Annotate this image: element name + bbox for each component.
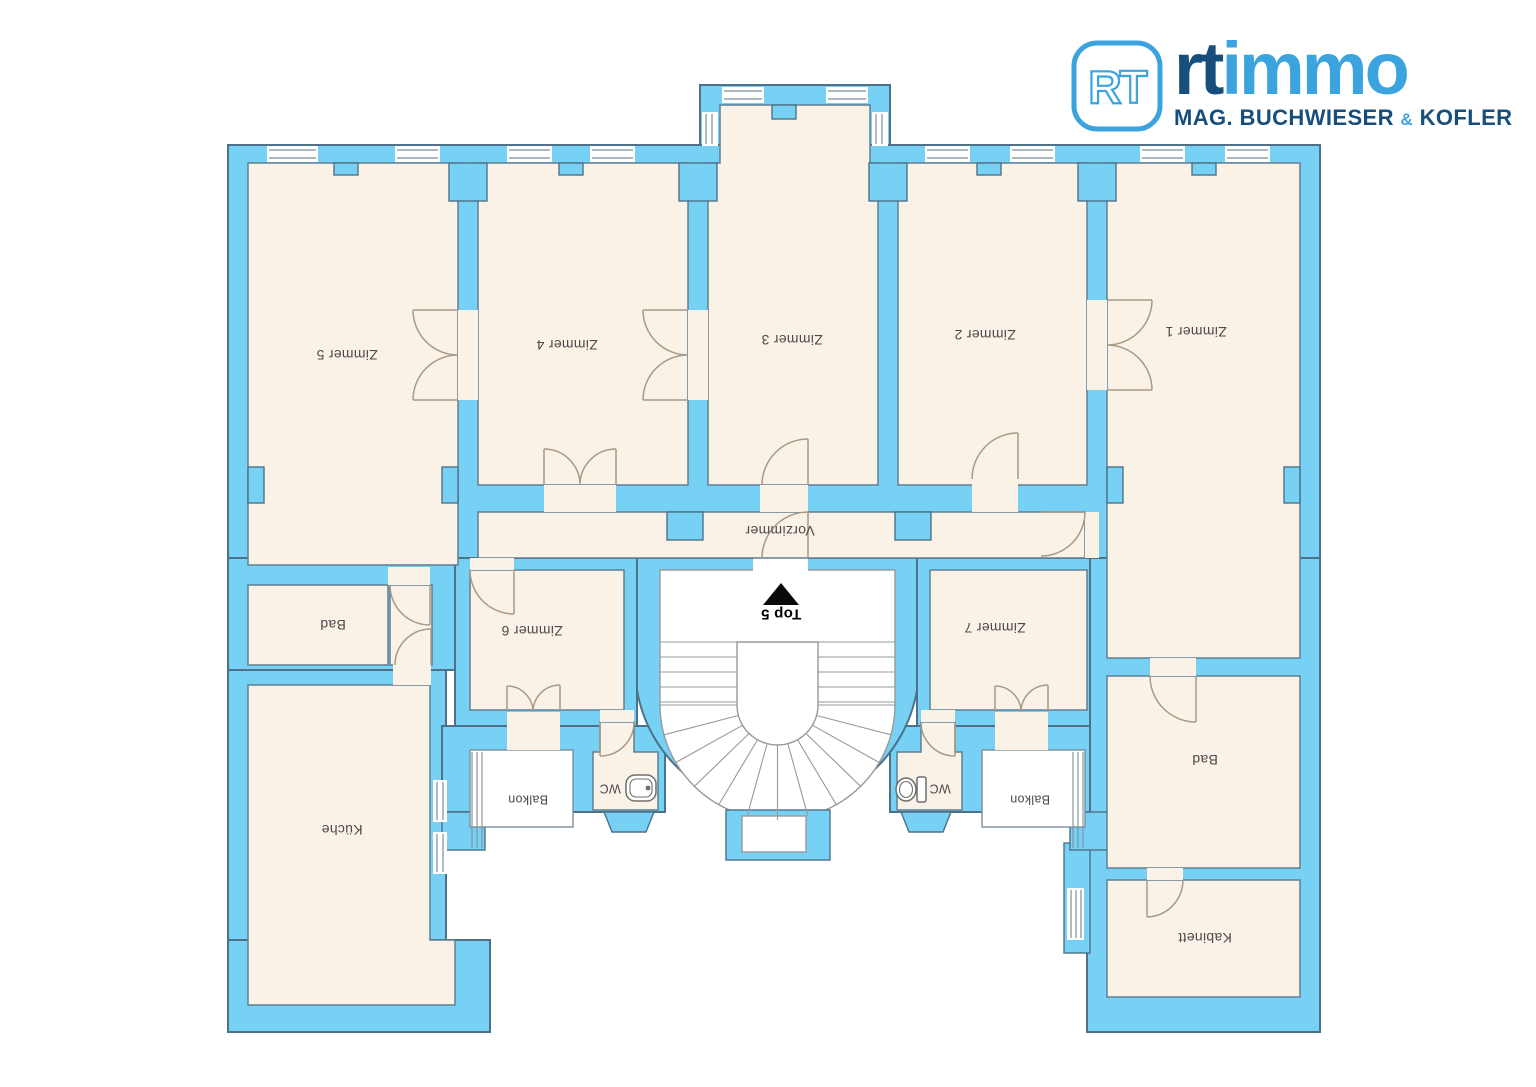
- room-bad-left: [247, 584, 389, 666]
- label-top-5: Top 5: [760, 605, 802, 623]
- brand-subtitle-name2: KOFLER: [1419, 105, 1513, 131]
- label-wc-left: WC: [599, 781, 621, 796]
- room-zimmer-4: [477, 162, 689, 486]
- door-arcs: [389, 299, 1197, 918]
- window: [433, 832, 447, 874]
- window: [826, 87, 868, 103]
- brand-logo: RT rtimmo MAG. BUCHWIESER & KOFLER: [1068, 32, 1512, 142]
- room-zimmer-2: [897, 162, 1088, 486]
- wall-tab-1: [666, 511, 704, 541]
- pilaster-2: [558, 162, 584, 176]
- brand-subtitle-name1: MAG. BUCHWIESER: [1174, 105, 1394, 131]
- label-kabinett: Kabinett: [1178, 930, 1232, 946]
- window: [395, 146, 440, 162]
- balkon-left-railing: [470, 752, 573, 848]
- room-zimmer-7: [929, 569, 1088, 711]
- stair-treads: [660, 641, 895, 820]
- label-vorzimmer: Vorzimmer: [745, 523, 815, 539]
- label-zimmer-5: Zimmer 5: [316, 347, 378, 363]
- window: [590, 146, 635, 162]
- brand-subtitle: MAG. BUCHWIESER & KOFLER: [1174, 105, 1512, 131]
- wall-cap-2: [678, 162, 718, 202]
- window: [1067, 888, 1084, 940]
- pilaster-3: [976, 162, 1002, 176]
- pilaster-4: [1191, 162, 1217, 176]
- label-zimmer-2: Zimmer 2: [954, 327, 1016, 343]
- window: [1010, 146, 1055, 162]
- corbel-left: [602, 811, 656, 833]
- door-openings: [388, 300, 1196, 880]
- label-bad-left: Bad: [320, 617, 346, 633]
- wall-cap-1: [448, 162, 488, 202]
- balconies: [469, 749, 1086, 848]
- window: [872, 112, 888, 146]
- pier-2: [441, 466, 459, 504]
- window: [433, 780, 447, 822]
- balkon-right-floor: [981, 749, 1086, 828]
- label-zimmer-4: Zimmer 4: [536, 337, 598, 353]
- label-balkon-left: Balkon: [507, 792, 549, 807]
- window: [722, 87, 764, 103]
- pilaster-1: [333, 162, 359, 176]
- window: [1140, 146, 1185, 162]
- pier-4: [1283, 466, 1301, 504]
- room-bad-right: [1106, 675, 1301, 869]
- brand-wordmark-primary: rt: [1174, 27, 1224, 110]
- rooms: [247, 104, 1301, 1006]
- pier-1: [247, 466, 265, 504]
- balkon-left-floor: [469, 749, 574, 828]
- windows: [267, 87, 1270, 940]
- brand-wordmark-secondary: immo: [1221, 27, 1409, 110]
- window: [1225, 146, 1270, 162]
- stair-island: [736, 641, 819, 746]
- room-zimmer-6: [469, 569, 625, 711]
- wall-cap-4: [1077, 162, 1117, 202]
- brand-icon-text: RT: [1088, 61, 1147, 113]
- wall-details: [247, 104, 1301, 833]
- wall-tab-2: [894, 511, 932, 541]
- staircase: [636, 556, 918, 861]
- toilet-icon: [895, 776, 927, 803]
- window: [702, 112, 718, 146]
- label-balkon-right: Balkon: [1009, 792, 1051, 807]
- window: [507, 146, 552, 162]
- fixtures: [625, 774, 927, 803]
- brand-wordmark: rtimmo: [1174, 32, 1512, 106]
- window: [925, 146, 970, 162]
- label-zimmer-6: Zimmer 6: [501, 623, 563, 639]
- brand-icon: RT: [1071, 40, 1163, 132]
- window: [267, 146, 318, 162]
- entrance-arrow-icon: [763, 583, 799, 605]
- room-zimmer-3: [707, 104, 879, 486]
- label-zimmer-3: Zimmer 3: [761, 332, 823, 348]
- room-zimmer-1: [1106, 162, 1301, 659]
- bathtub-icon: [625, 774, 657, 802]
- stair-lower-stub: [741, 815, 807, 853]
- stair-entrance-opening: [753, 556, 808, 572]
- label-zimmer-1: Zimmer 1: [1165, 324, 1227, 340]
- wall-cap-3: [868, 162, 908, 202]
- pier-3: [1106, 466, 1124, 504]
- corbel-right: [899, 811, 953, 833]
- brand-subtitle-amp: &: [1400, 110, 1414, 130]
- pilaster-bay: [771, 104, 797, 120]
- room-zimmer-5: [247, 162, 459, 566]
- label-zimmer-7: Zimmer 7: [964, 620, 1026, 636]
- room-kabinett: [1106, 879, 1301, 998]
- label-bad-right: Bad: [1192, 752, 1218, 768]
- room-kueche: [247, 684, 456, 1006]
- label-kueche: Küche: [321, 822, 363, 838]
- balkon-right-railing: [982, 752, 1085, 848]
- label-wc-right: WC: [929, 781, 951, 796]
